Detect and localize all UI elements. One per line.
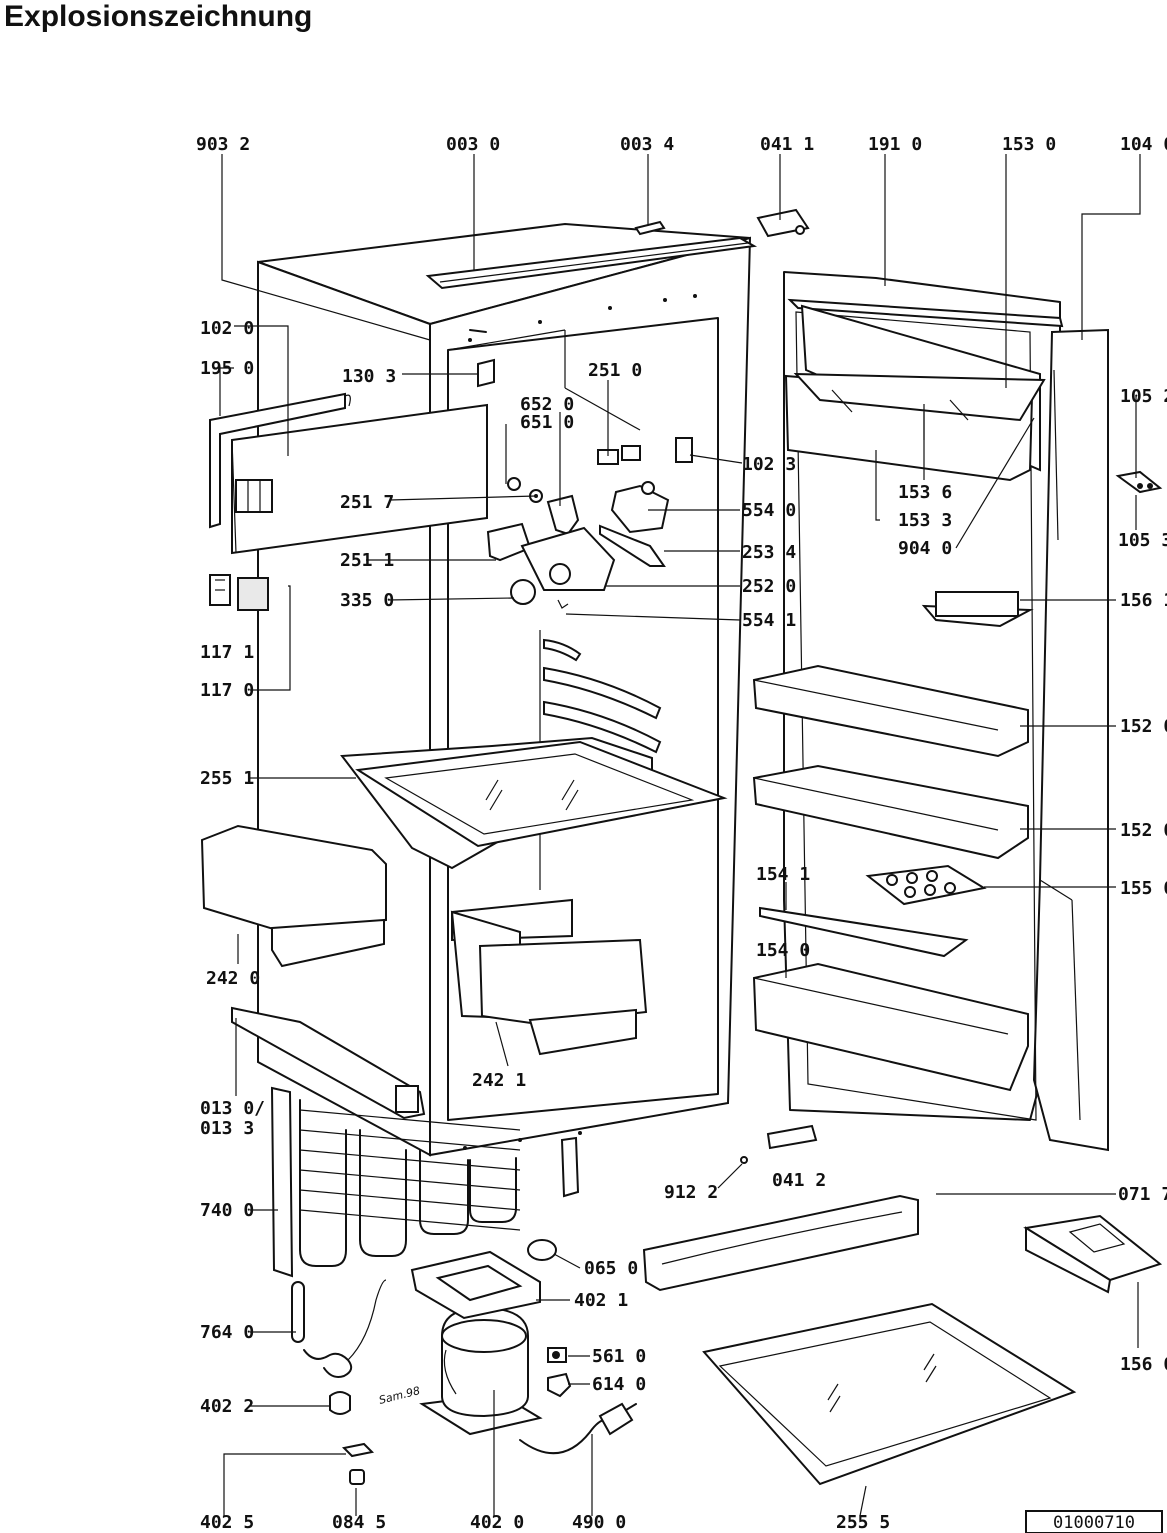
condenser-coil [270,1086,580,1278]
label-242-0: 242 0 [206,968,260,989]
butter-dish [921,591,1034,628]
glass-shelf-lower [702,1302,1077,1486]
label-104-0: 104 0 [1120,134,1167,155]
label-003-0: 003 0 [446,134,500,155]
label-912-2: 912 2 [664,1182,718,1203]
label-102-0: 102 0 [200,318,254,339]
label-013-0: 013 0/ [200,1098,265,1119]
label-652-0: 652 0 [520,394,574,415]
label-152-0-lower: 152 0 [1120,820,1167,841]
label-153-0: 153 0 [1002,134,1056,155]
label-130-3: 130 3 [342,366,396,387]
clip-part [634,220,666,236]
label-740-0: 740 0 [200,1200,254,1221]
door-clips [209,574,269,611]
upper-hinge [756,208,810,238]
label-252-0: 252 0 [742,576,796,597]
door-hinge [1115,470,1163,494]
label-084-5: 084 5 [332,1512,386,1533]
label-402-5: 402 5 [200,1512,254,1533]
label-105-2: 105 2 [1120,386,1167,407]
label-154-0: 154 0 [756,940,810,961]
label-156-0: 156 0 [1120,1354,1167,1375]
label-651-0: 651 0 [520,412,574,433]
mounting-clip [341,1442,375,1458]
label-152-0-upper: 152 0 [1120,716,1167,737]
label-153-6: 153 6 [898,482,952,503]
bottom-trim [231,1006,426,1120]
bottle-rail [759,906,969,958]
glass-shelf-upper [340,736,728,870]
door-shelf-lower [752,962,1029,1092]
drawing-number-box: 01000710 [1025,1510,1163,1533]
label-253-4: 253 4 [742,542,796,563]
screw [469,329,487,333]
label-041-2: 041 2 [772,1170,826,1191]
label-041-1: 041 1 [760,134,814,155]
date-mark: Sam.98 [378,1384,422,1407]
door-shelf-middle [752,764,1029,860]
label-490-0: 490 0 [572,1512,626,1533]
label-554-1: 554 1 [742,610,796,631]
label-105-3: 105 3 [1118,530,1167,551]
compressor-bracket [410,1250,541,1320]
top-cover-strip [425,236,758,290]
label-402-2: 402 2 [200,1396,254,1417]
page-title: Explosionszeichnung [4,0,313,33]
light-cover [477,358,495,388]
label-102-3: 102 3 [742,454,796,475]
leader-lines [219,154,1141,1517]
label-117-1: 117 1 [200,642,254,663]
compressor [419,1306,543,1436]
mounting-bolt [349,1469,365,1485]
vegetable-bin [450,898,648,1056]
label-003-4: 003 4 [620,134,674,155]
label-255-5: 255 5 [836,1512,890,1533]
clip-part [675,437,693,463]
freezer-bin [200,824,387,968]
capillary-tube [291,1279,387,1378]
label-554-0: 554 0 [742,500,796,521]
screw [740,1156,748,1164]
label-117-0: 117 0 [200,680,254,701]
cover-strip [642,1194,919,1292]
label-153-3: 153 3 [898,510,952,531]
fridge-door [783,271,1109,1152]
shelf-supports [543,638,662,754]
label-013-3: 013 3 [200,1118,254,1139]
drawing-number: 01000710 [1053,1513,1135,1533]
label-154-1: 154 1 [756,864,810,885]
label-402-0: 402 0 [470,1512,524,1533]
label-195-0: 195 0 [200,358,254,379]
grommet [329,1391,351,1415]
label-561-0: 561 0 [592,1346,646,1367]
label-242-1: 242 1 [472,1070,526,1091]
freezer-door [209,392,488,555]
egg-tray [865,864,987,906]
label-903-2: 903 2 [196,134,250,155]
label-764-0: 764 0 [200,1322,254,1343]
label-251-7: 251 7 [340,492,394,513]
door-shelf-upper [752,664,1029,758]
label-251-1: 251 1 [340,550,394,571]
label-335-0: 335 0 [340,590,394,611]
power-cord [519,1402,637,1455]
label-614-0: 614 0 [592,1374,646,1395]
label-071-7: 071 7 [1118,1184,1167,1205]
label-065-0: 065 0 [584,1258,638,1279]
lower-hinge [766,1124,818,1150]
dairy-compartment [784,304,1046,482]
label-402-1: 402 1 [574,1290,628,1311]
label-155-0: 155 0 [1120,878,1167,899]
label-904-0: 904 0 [898,538,952,559]
label-251-0: 251 0 [588,360,642,381]
part-labels: 903 2 003 0 003 4 041 1 191 0 153 0 104 … [196,134,1167,1533]
label-255-1: 255 1 [200,768,254,789]
label-191-0: 191 0 [868,134,922,155]
label-156-1: 156 1 [1120,590,1167,611]
relay-parts [527,1239,572,1398]
ice-cube-tray [1023,1214,1163,1294]
